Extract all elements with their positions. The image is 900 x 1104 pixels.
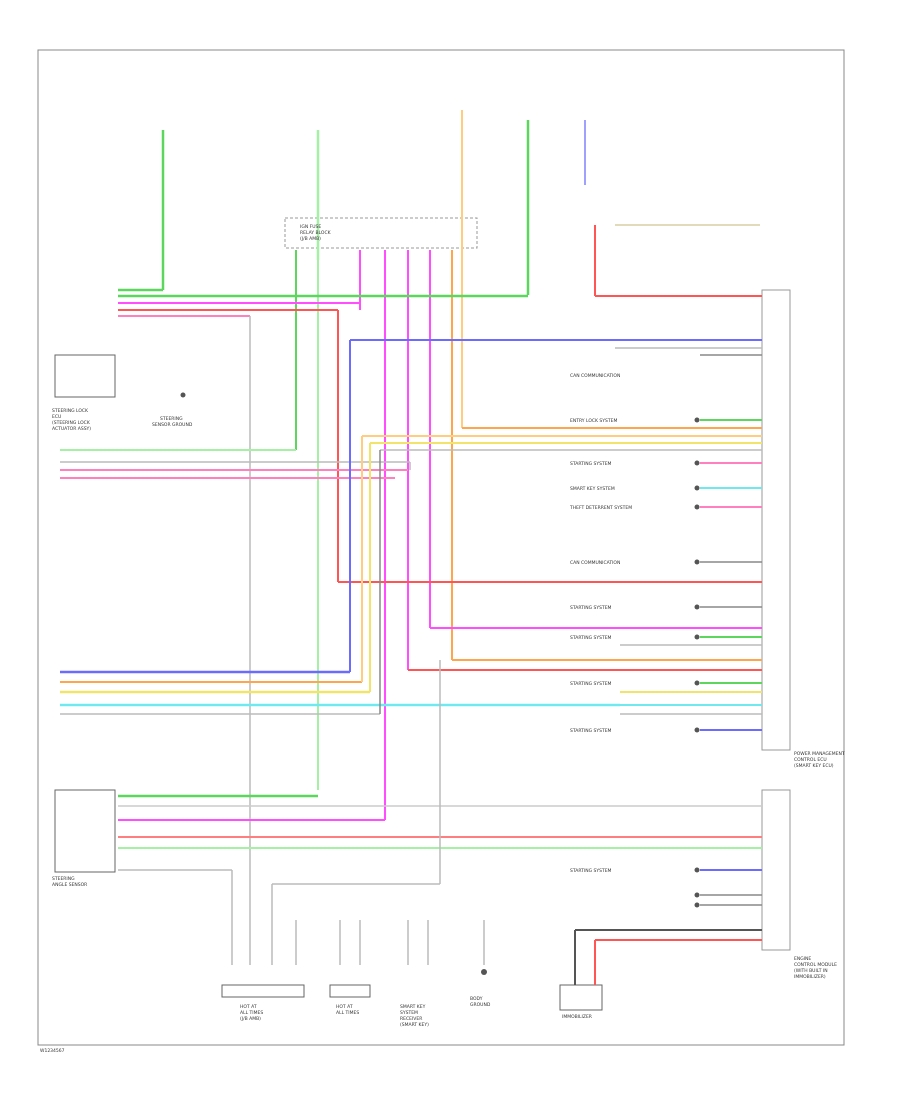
immobilizer-box	[559, 984, 603, 1011]
bottom-connector-mid	[329, 984, 371, 998]
terminal-dots	[180, 392, 700, 908]
label-bottom-center-2: SYSTEM	[400, 1010, 418, 1016]
label-r-0: CAN COMMUNICATION	[570, 373, 620, 379]
label-body-ground: BODY	[470, 996, 483, 1002]
footer-code: W1234567	[40, 1048, 65, 1054]
label-r-5: CAN COMMUNICATION	[570, 560, 620, 566]
label-steering-lock: STEERING LOCK	[52, 408, 89, 414]
label-r-6: STARTING SYSTEM	[570, 605, 612, 611]
label-engine-ctrl-2: CONTROL MODULE	[794, 962, 837, 968]
label-engine-ctrl-3: (WITH BUILT IN	[794, 968, 828, 974]
label-pmcu: POWER MANAGEMENT	[794, 751, 845, 757]
label-bottom-center: SMART KEY	[400, 1004, 426, 1010]
label-bottom-mid: HOT AT	[336, 1004, 353, 1010]
label-r-10: STARTING SYSTEM	[570, 868, 612, 874]
steering-angle-sensor	[54, 789, 116, 873]
label-bottom-center-4: (SMART KEY)	[400, 1022, 429, 1028]
label-immobilizer: IMMOBILIZER	[562, 1014, 592, 1020]
engine-control-module	[761, 789, 791, 951]
label-bottom-mid-2: ALL TIMES	[336, 1010, 359, 1016]
label-bottom-left-2: ALL TIMES	[240, 1010, 263, 1016]
power-management-ecu	[761, 289, 791, 751]
label-steering-lock-3: (STEERING LOCK	[52, 420, 91, 426]
label-r-3: SMART KEY SYSTEM	[570, 486, 615, 492]
label-bottom-left-3: (J/B AMB)	[240, 1016, 261, 1022]
label-fuse-box-3: (J/B AMB)	[300, 236, 321, 242]
label-engine-ctrl: ENGINE	[794, 956, 811, 962]
label-r-1: ENTRY LOCK SYSTEM	[570, 418, 617, 424]
label-r-8: STARTING SYSTEM	[570, 681, 612, 687]
steering-lock-ecu	[54, 354, 116, 398]
diagram-frame	[37, 49, 845, 1046]
label-bottom-left: HOT AT	[240, 1004, 257, 1010]
label-r-9: STARTING SYSTEM	[570, 728, 612, 734]
label-fuse-box: IGN FUSE	[300, 224, 321, 230]
ground-symbol	[481, 969, 487, 975]
fuse-relay-block	[284, 217, 478, 249]
label-steering-angle: STEERING	[52, 876, 75, 882]
label-steering-lock-2: ECU	[52, 414, 61, 420]
label-steering-sensor: STEERING	[160, 416, 183, 422]
bottom-connector-left	[221, 984, 305, 998]
label-pmcu-3: (SMART KEY ECU)	[794, 763, 834, 769]
label-r-4: THEFT DETERRENT SYSTEM	[569, 505, 632, 511]
label-r-2: STARTING SYSTEM	[570, 461, 612, 467]
label-engine-ctrl-4: IMMOBILIZER)	[794, 974, 826, 980]
label-fuse-box-2: RELAY BLOCK	[300, 230, 332, 236]
label-steering-angle-2: ANGLE SENSOR	[52, 882, 87, 888]
label-steering-sensor-2: SENSOR GROUND	[152, 422, 193, 428]
label-steering-lock-4: ACTUATOR ASSY)	[52, 426, 91, 432]
label-pmcu-2: CONTROL ECU	[794, 757, 827, 763]
label-bottom-center-3: RECEIVER	[400, 1016, 422, 1022]
label-r-7: STARTING SYSTEM	[570, 635, 612, 641]
label-body-ground-2: GROUND	[470, 1002, 491, 1008]
